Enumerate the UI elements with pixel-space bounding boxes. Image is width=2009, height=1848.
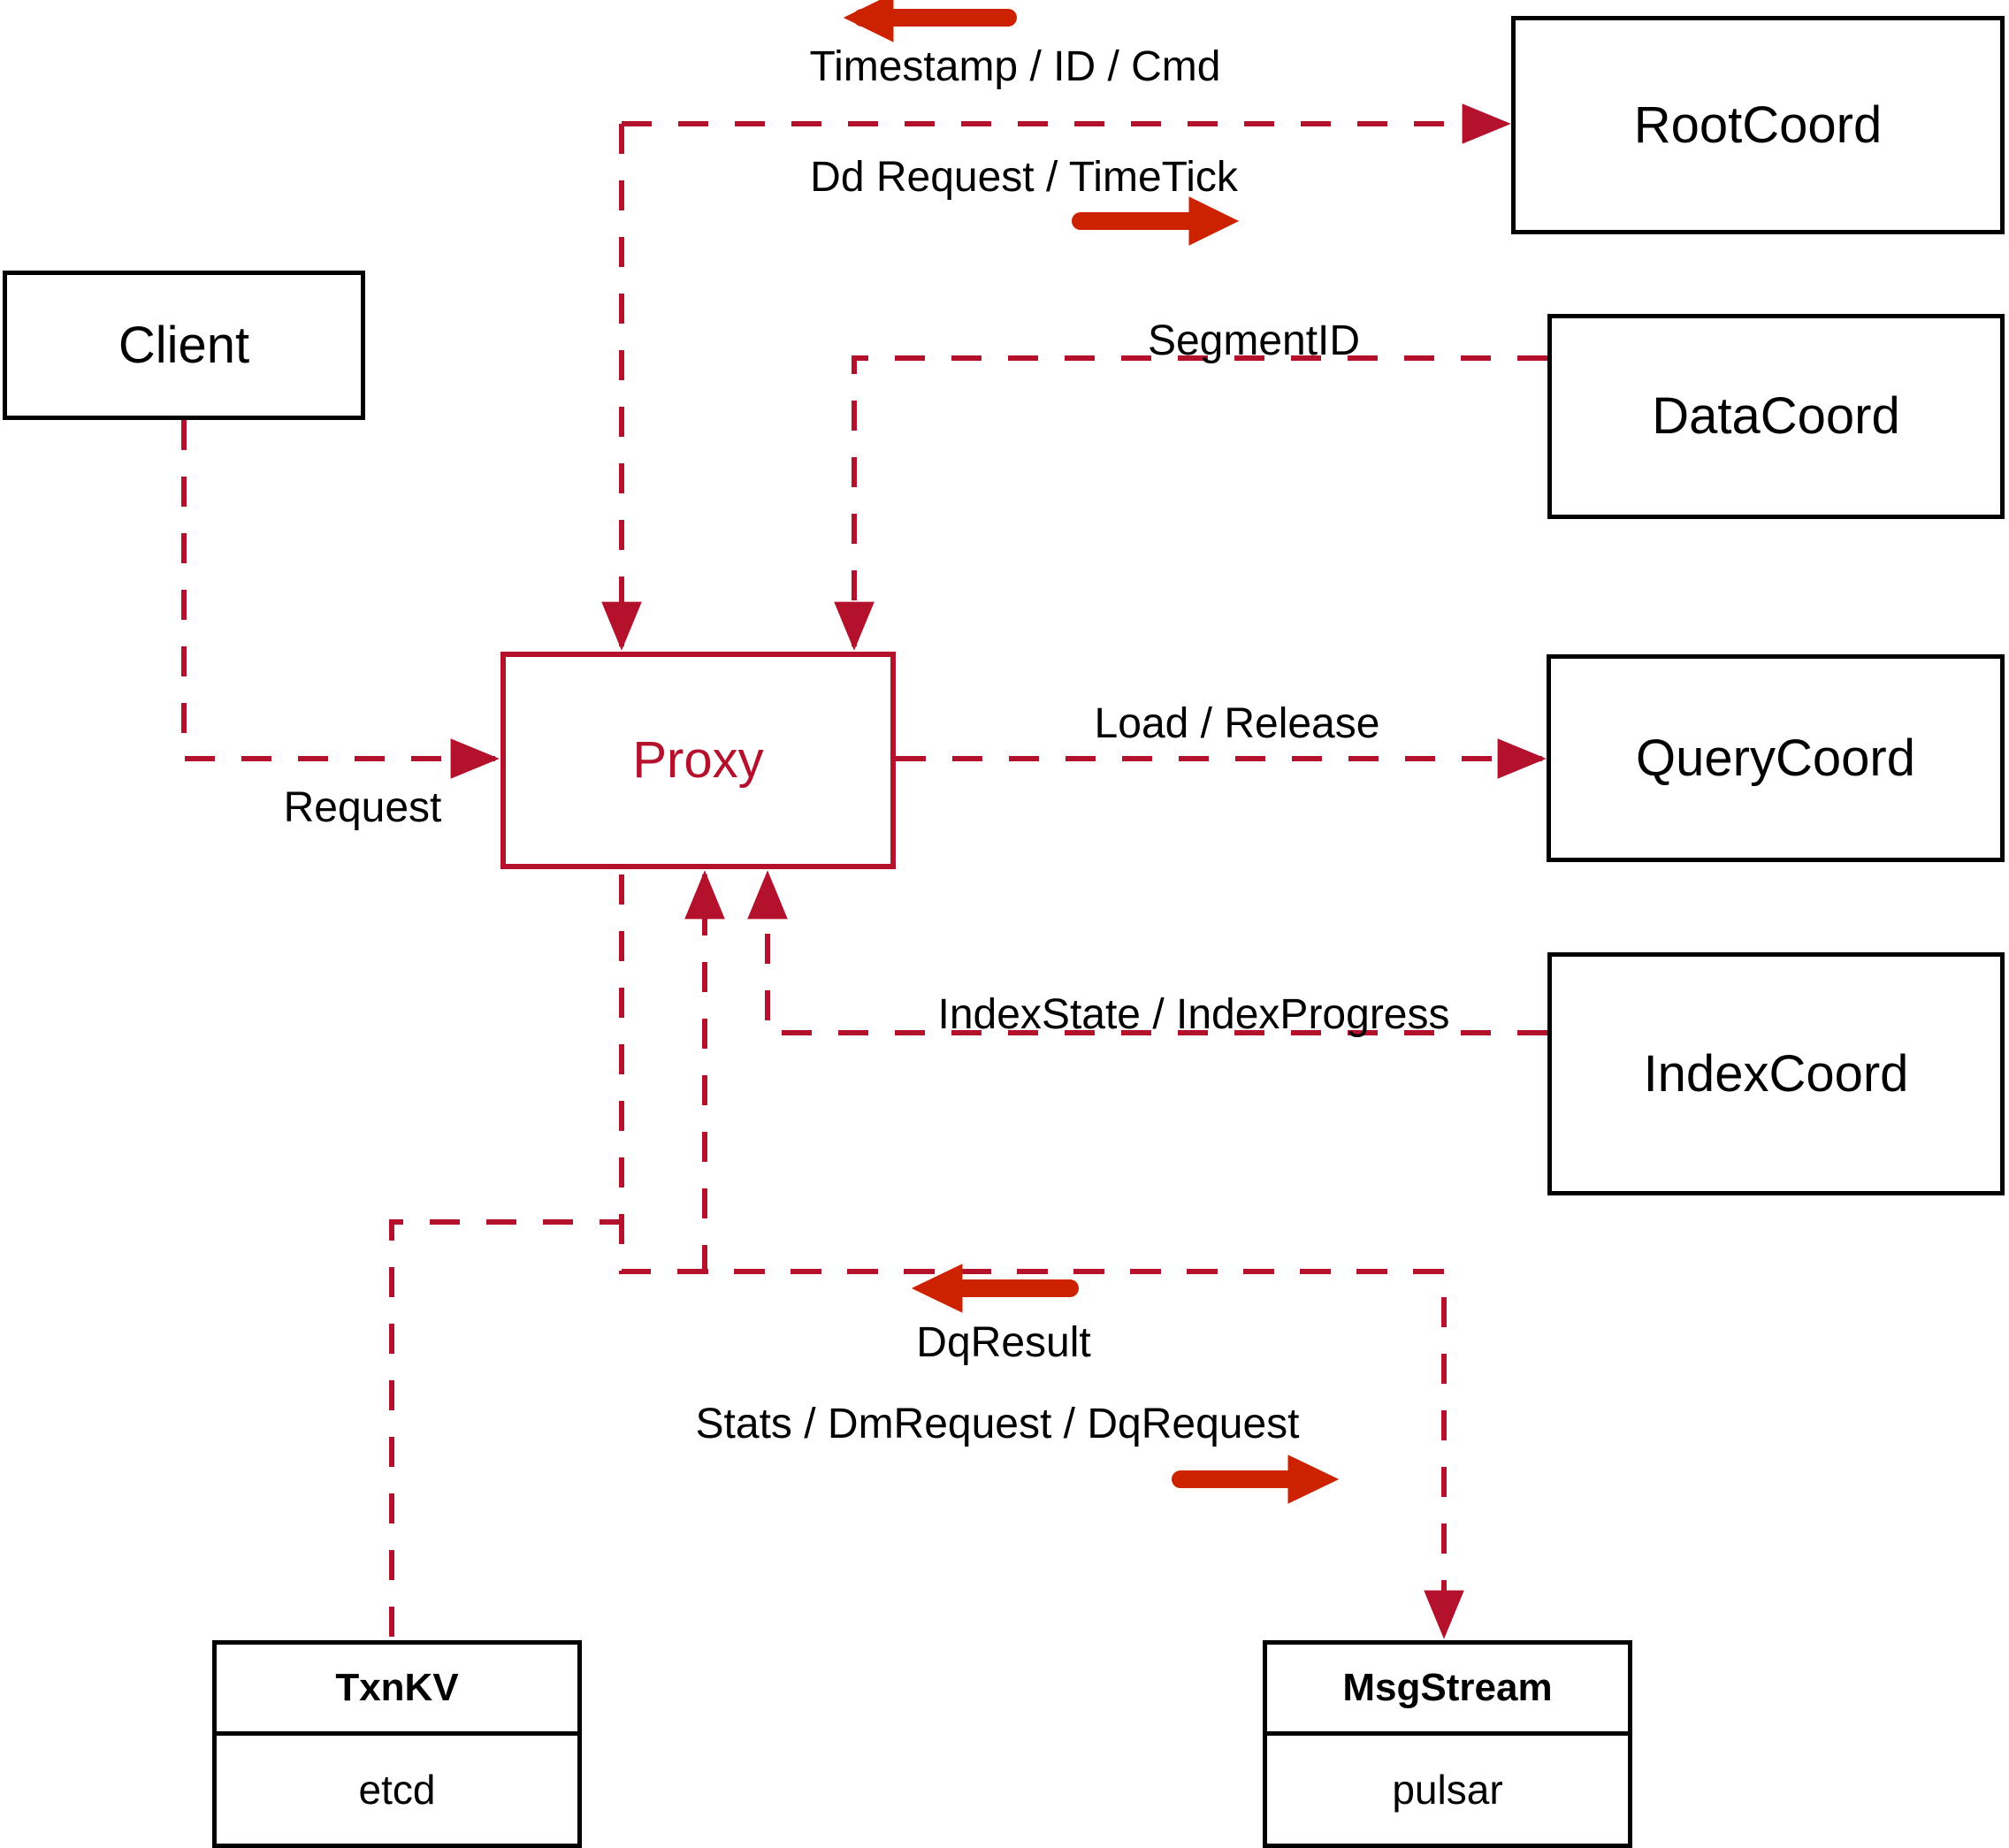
edge-label-request: Request — [283, 784, 442, 831]
node-msgstream-impl-row: pulsar — [1267, 1736, 1628, 1844]
node-rootcoord[interactable]: RootCoord — [1511, 16, 2005, 234]
node-msgstream[interactable]: MsgStream pulsar — [1263, 1640, 1632, 1848]
dq-result-inbound-arrow — [911, 1264, 1079, 1313]
node-txnkv-impl-row: etcd — [217, 1736, 577, 1844]
node-indexcoord-label: IndexCoord — [1643, 1044, 1909, 1103]
edge-label-dq-result: DqResult — [916, 1319, 1091, 1366]
node-datacoord[interactable]: DataCoord — [1547, 314, 2005, 519]
node-proxy[interactable]: Proxy — [500, 652, 896, 869]
edge-msgstream-to-proxy — [684, 870, 1444, 1274]
node-txnkv[interactable]: TxnKV etcd — [212, 1640, 582, 1848]
node-datacoord-label: DataCoord — [1652, 387, 1900, 445]
node-txnkv-title-row: TxnKV — [217, 1645, 577, 1736]
dq-request-outbound-arrow — [1172, 1455, 1340, 1504]
edge-label-dd-request-timetick: Dd Request / TimeTick — [810, 154, 1238, 201]
node-msgstream-title-row: MsgStream — [1267, 1645, 1628, 1736]
node-proxy-label: Proxy — [632, 731, 764, 789]
node-rootcoord-label: RootCoord — [1633, 95, 1883, 154]
edge-label-timestamp-id-cmd: Timestamp / ID / Cmd — [809, 43, 1221, 90]
edge-proxy-to-msgstream — [619, 874, 1464, 1639]
node-client-label: Client — [118, 316, 250, 374]
edge-proxy-to-txnkv — [389, 874, 624, 1640]
node-querycoord-label: QueryCoord — [1636, 729, 1915, 787]
edge-label-stats-dm-dq-request: Stats / DmRequest / DqRequest — [695, 1401, 1300, 1447]
node-msgstream-impl: pulsar — [1392, 1767, 1503, 1813]
edge-client-to-proxy — [181, 420, 500, 779]
dd-request-outbound-arrow — [1072, 196, 1240, 246]
node-client[interactable]: Client — [3, 271, 365, 420]
edge-datacoord-to-proxy — [834, 355, 1547, 651]
node-txnkv-title: TxnKV — [335, 1666, 459, 1709]
node-querycoord[interactable]: QueryCoord — [1547, 654, 2005, 862]
node-msgstream-title: MsgStream — [1342, 1666, 1553, 1709]
edge-label-segment-id: SegmentID — [1147, 317, 1361, 364]
timestamp-inbound-arrow — [843, 0, 1017, 42]
node-indexcoord[interactable]: IndexCoord — [1547, 952, 2005, 1195]
edge-label-load-release: Load / Release — [1094, 700, 1380, 747]
edge-label-index-state-progress: IndexState / IndexProgress — [937, 991, 1450, 1038]
node-txnkv-impl: etcd — [358, 1767, 436, 1813]
